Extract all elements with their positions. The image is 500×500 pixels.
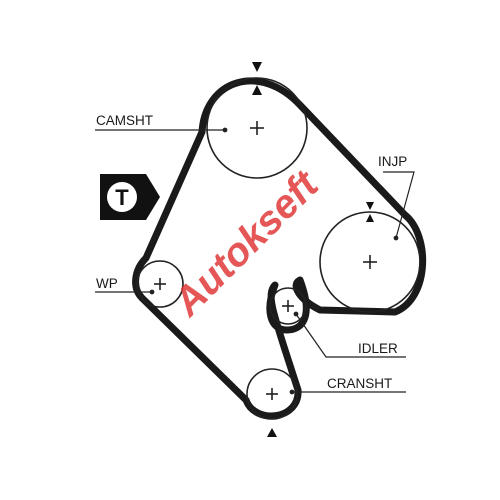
crankshaft-timing-mark-icon <box>267 428 277 437</box>
crankshaft-pulley <box>246 368 298 420</box>
camshaft-timing-mark-top-icon <box>252 62 262 72</box>
crankshaft-label: CRANSHT <box>327 376 392 391</box>
water-pump-pulley <box>136 260 184 308</box>
water-pump-center-plus-icon <box>154 278 166 290</box>
camshaft-timing-mark-bottom-icon <box>252 85 262 95</box>
tensioner-badge: T <box>100 174 160 220</box>
idler-center-plus-icon <box>282 300 294 312</box>
leader-lines <box>95 127 415 395</box>
injection-pump-center-plus-icon <box>363 255 377 269</box>
idler-pulley <box>269 287 307 325</box>
injection-pump-timing-mark-bottom-icon <box>366 214 374 222</box>
water-pump-label: WP <box>96 276 118 291</box>
injection-pump-leader <box>383 171 415 239</box>
idler-leader <box>295 313 406 358</box>
injection-pump-pulley <box>319 211 421 313</box>
crankshaft-center-plus-icon <box>266 388 278 400</box>
injection-pump-timing-mark-top-icon <box>366 202 374 210</box>
tensioner-badge-letter: T <box>115 185 129 210</box>
camshaft-label: CAMSHT <box>96 113 153 128</box>
camshaft-center-plus-icon <box>250 121 264 135</box>
idler-label: IDLER <box>358 341 398 356</box>
camshaft-pulley <box>206 77 308 179</box>
injection-pump-label: INJP <box>378 154 407 169</box>
timing-belt <box>132 77 427 420</box>
